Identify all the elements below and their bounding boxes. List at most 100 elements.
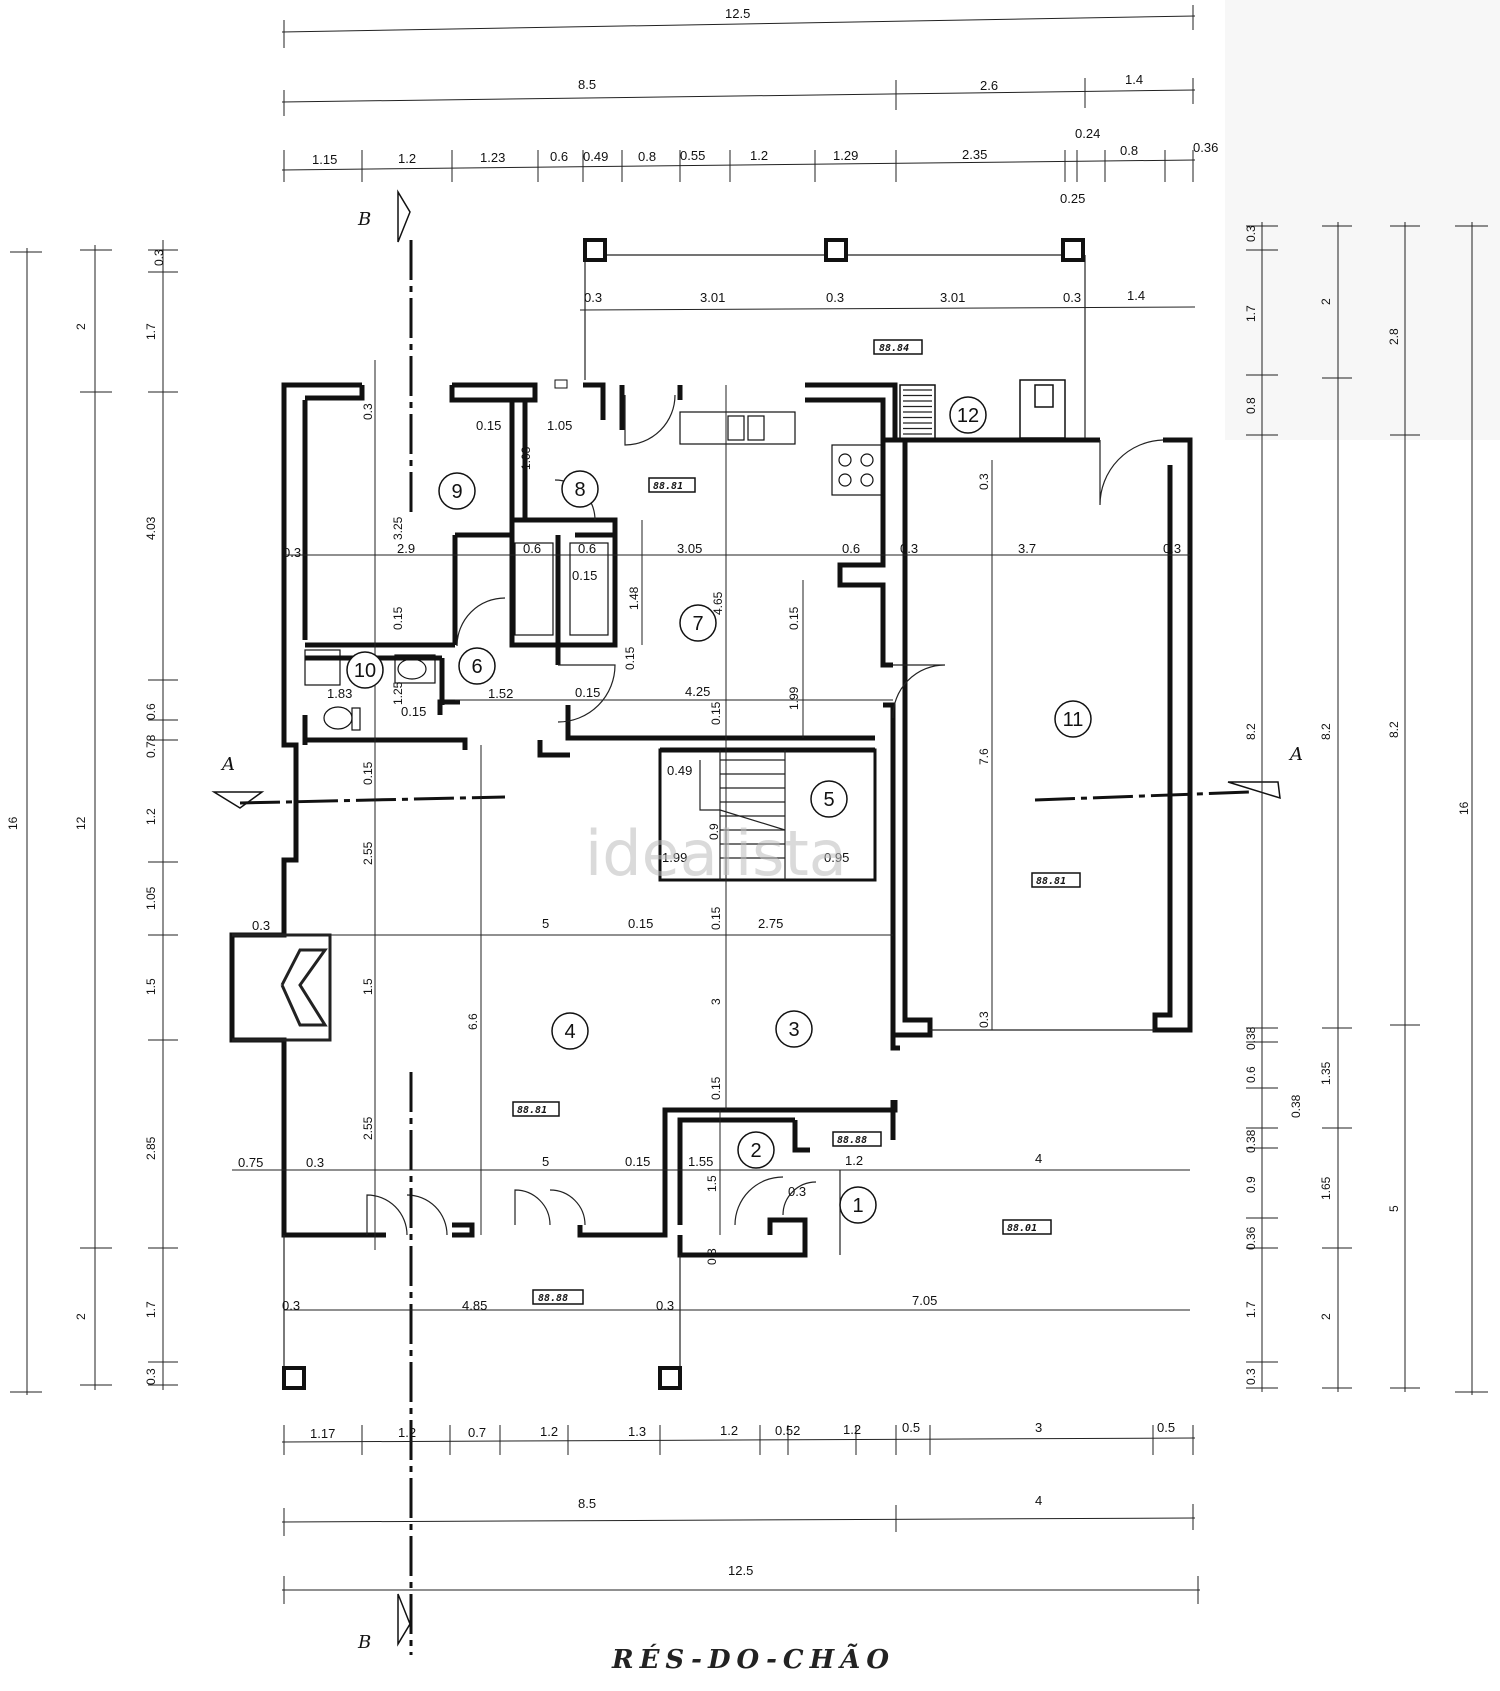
- section-line-b: B B: [357, 189, 413, 1655]
- dim-porch: 7.05: [912, 1293, 937, 1308]
- room-number-12: 12: [957, 405, 979, 427]
- dim-interior: 1.99: [662, 850, 687, 865]
- section-a-label-left: A: [220, 754, 235, 775]
- dim-interior: 0.15: [623, 646, 637, 670]
- dim-left-inner: 0.3: [152, 249, 166, 266]
- dim-interior: 0.95: [824, 850, 849, 865]
- room-number-4: 4: [564, 1021, 575, 1043]
- dim-interior: 0.15: [628, 916, 653, 931]
- dim-bottom-row: 1.17: [310, 1426, 335, 1441]
- room-number-7: 7: [692, 613, 703, 635]
- dim-right-inner: 0.8: [1244, 397, 1258, 414]
- dim-interior: 2.55: [361, 1116, 375, 1140]
- dim-right-total: 16: [1457, 801, 1471, 815]
- room-number-5: 5: [823, 789, 834, 811]
- dim-bottom-row: 0.52: [775, 1423, 800, 1438]
- section-a-label-right: A: [1288, 744, 1303, 765]
- dim-interior: 1.03: [519, 446, 533, 470]
- dim-interior: 0.15: [709, 701, 723, 725]
- doors: [366, 394, 946, 1236]
- dim-interior: 0.3: [977, 473, 991, 490]
- dim-interior: 0.15: [787, 606, 801, 630]
- room-number-9: 9: [451, 481, 462, 503]
- dim-right-mid: 1.35: [1319, 1061, 1333, 1085]
- dim-interior: 0.15: [361, 761, 375, 785]
- dim-interior: 0.15: [572, 568, 597, 583]
- dim-top-row: 0.24: [1075, 126, 1100, 141]
- dim-interior: 0.15: [391, 606, 405, 630]
- watermark-text: idealista: [585, 817, 847, 890]
- dim-right-inner: 1.7: [1244, 1301, 1258, 1318]
- dim-top-row: 1.15: [312, 152, 337, 167]
- dim-left-total: 16: [6, 816, 20, 830]
- interior-dimension-lines: [232, 360, 1190, 1311]
- dim-interior: 1.55: [688, 1154, 713, 1169]
- dim-left-inner: 1.05: [144, 886, 158, 910]
- dim-bottom-row: 3: [1035, 1420, 1042, 1435]
- dim-bottom-row: 0.5: [902, 1420, 920, 1435]
- dim-right-mid: 2: [1319, 298, 1333, 305]
- dim-left-inner: 1.7: [144, 1301, 158, 1318]
- area-label: 88.01: [1007, 1223, 1037, 1234]
- dim-interior: 3: [709, 998, 723, 1005]
- dim-top-row: 1.2: [750, 148, 768, 163]
- dim-porch: 4.85: [462, 1298, 487, 1313]
- dim-interior: 0.3: [977, 1011, 991, 1028]
- dim-interior: 0.6: [523, 541, 541, 556]
- dim-interior: 0.3: [283, 545, 301, 560]
- dim-right-inner: 0.6: [1244, 1066, 1258, 1083]
- dim-right-inner: 0.9: [1244, 1176, 1258, 1193]
- dim-top-b: 2.6: [980, 78, 998, 93]
- right-dimensions: 16 2.8 8.2 5 2 8.2 1.35 1.65 2 0.3 1.7 0…: [1244, 222, 1488, 1395]
- dim-bottom-row: 1.3: [628, 1424, 646, 1439]
- room-number-10: 10: [354, 660, 376, 682]
- dim-interior: 0.3: [705, 1248, 719, 1265]
- room-marker: [1054, 700, 1092, 738]
- dim-top-a: 8.5: [578, 77, 596, 92]
- dim-interior: 0.3: [900, 541, 918, 556]
- dim-terrace: 0.3: [584, 290, 602, 305]
- dim-right-mid: 1.65: [1319, 1176, 1333, 1200]
- interior-dimensions: 0.15 1.05 1.03 3.25 0.3 2.9 0.6 0.6 0.15…: [238, 403, 1181, 1265]
- dim-left-inner: 4.03: [144, 516, 158, 540]
- area-label: 88.88: [538, 1293, 568, 1304]
- dim-interior: 0.49: [667, 763, 692, 778]
- section-b-label-bottom: B: [357, 1632, 371, 1653]
- dim-porch: 0.3: [282, 1298, 300, 1313]
- dim-interior: 0.75: [238, 1155, 263, 1170]
- dim-terrace: 3.01: [700, 290, 725, 305]
- room-marker: [561, 470, 599, 508]
- dim-interior: 1.2: [845, 1153, 863, 1168]
- dim-top-row: 2.35: [962, 147, 987, 162]
- dim-interior: 0.9: [707, 823, 721, 840]
- dim-interior: 7.6: [977, 748, 991, 765]
- dim-bottom-row: 0.7: [468, 1425, 486, 1440]
- dim-interior: 4: [1035, 1151, 1042, 1166]
- drawing-title: RÉS-DO-CHÃO: [611, 1643, 895, 1675]
- dim-porch: 0.3: [656, 1298, 674, 1313]
- terrace-area: 0.3 3.01 0.3 3.01 0.3 1.4 88.84: [579, 238, 1196, 440]
- dim-left-outer: 12: [74, 816, 88, 830]
- dim-interior: 3.05: [677, 541, 702, 556]
- dim-right-mid: 8.2: [1319, 723, 1333, 740]
- dim-bottom-a: 8.5: [578, 1496, 596, 1511]
- dim-interior: 1.48: [627, 586, 641, 610]
- building-walls: [229, 382, 1193, 1258]
- dim-right-mid: 2: [1319, 1313, 1333, 1320]
- dim-interior: 0.3: [252, 918, 270, 933]
- dim-interior: 0.3: [1163, 541, 1181, 556]
- dim-top-row: 1.23: [480, 150, 505, 165]
- dim-right-inner: 0.3: [1244, 225, 1258, 242]
- area-stamps: 88.81 88.81 88.88 88.81 88.01 88.88: [512, 477, 1081, 1305]
- dim-terrace: 0.3: [1063, 290, 1081, 305]
- dim-left-inner: 1.2: [144, 808, 158, 825]
- area-label: 88.81: [517, 1105, 547, 1116]
- dim-bottom-total: 12.5: [728, 1563, 753, 1578]
- dim-left-inner: 1.7: [144, 323, 158, 340]
- room-number-6: 6: [471, 656, 482, 678]
- dim-terrace: 1.4: [1127, 288, 1145, 303]
- dim-bottom-row: 1.2: [843, 1422, 861, 1437]
- section-b-label-top: B: [357, 209, 371, 230]
- dim-bottom-row: 0.5: [1157, 1420, 1175, 1435]
